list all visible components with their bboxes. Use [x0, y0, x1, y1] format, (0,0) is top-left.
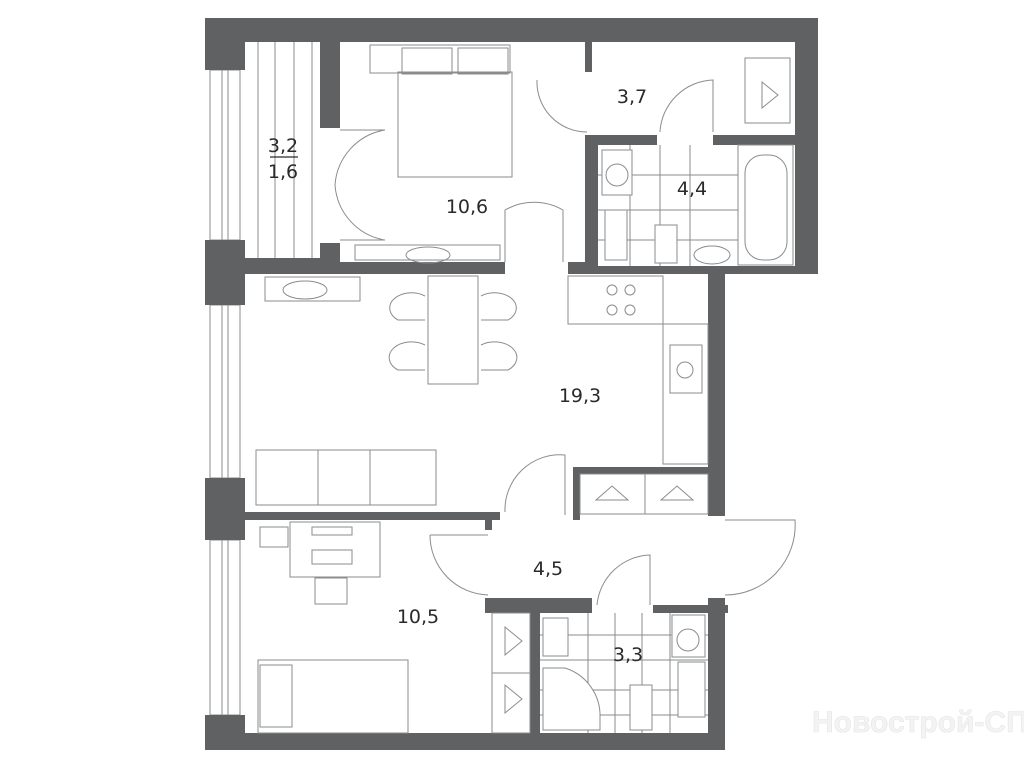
- balcony-floor: [257, 42, 313, 258]
- bathroom-2-fixtures: [540, 613, 708, 733]
- bathroom-1-fixtures: [598, 144, 794, 266]
- windows: [209, 69, 241, 716]
- watermark: Новострой-СПб: [812, 706, 1024, 739]
- bedroom-1-area-label: 10,6: [446, 196, 488, 218]
- bathroom-2-area-label: 3,3: [613, 644, 643, 666]
- walls: [205, 18, 818, 750]
- storage-area-label: 3,7: [617, 86, 647, 108]
- bathroom-1-area-label: 4,4: [677, 178, 707, 200]
- balcony-area-label: 3,2: [268, 135, 298, 157]
- hallway-area-label: 4,5: [533, 558, 563, 580]
- furniture: [255, 44, 791, 734]
- bedroom-2-area-label: 10,5: [397, 606, 439, 628]
- area-labels: 3,2 1,6 10,6 3,7 4,4 19,3 4,5 10,5 3,3: [268, 86, 707, 666]
- kitchen-living-area-label: 19,3: [559, 385, 601, 407]
- doors: [334, 79, 796, 606]
- balcony-area-secondary-label: 1,6: [268, 161, 298, 183]
